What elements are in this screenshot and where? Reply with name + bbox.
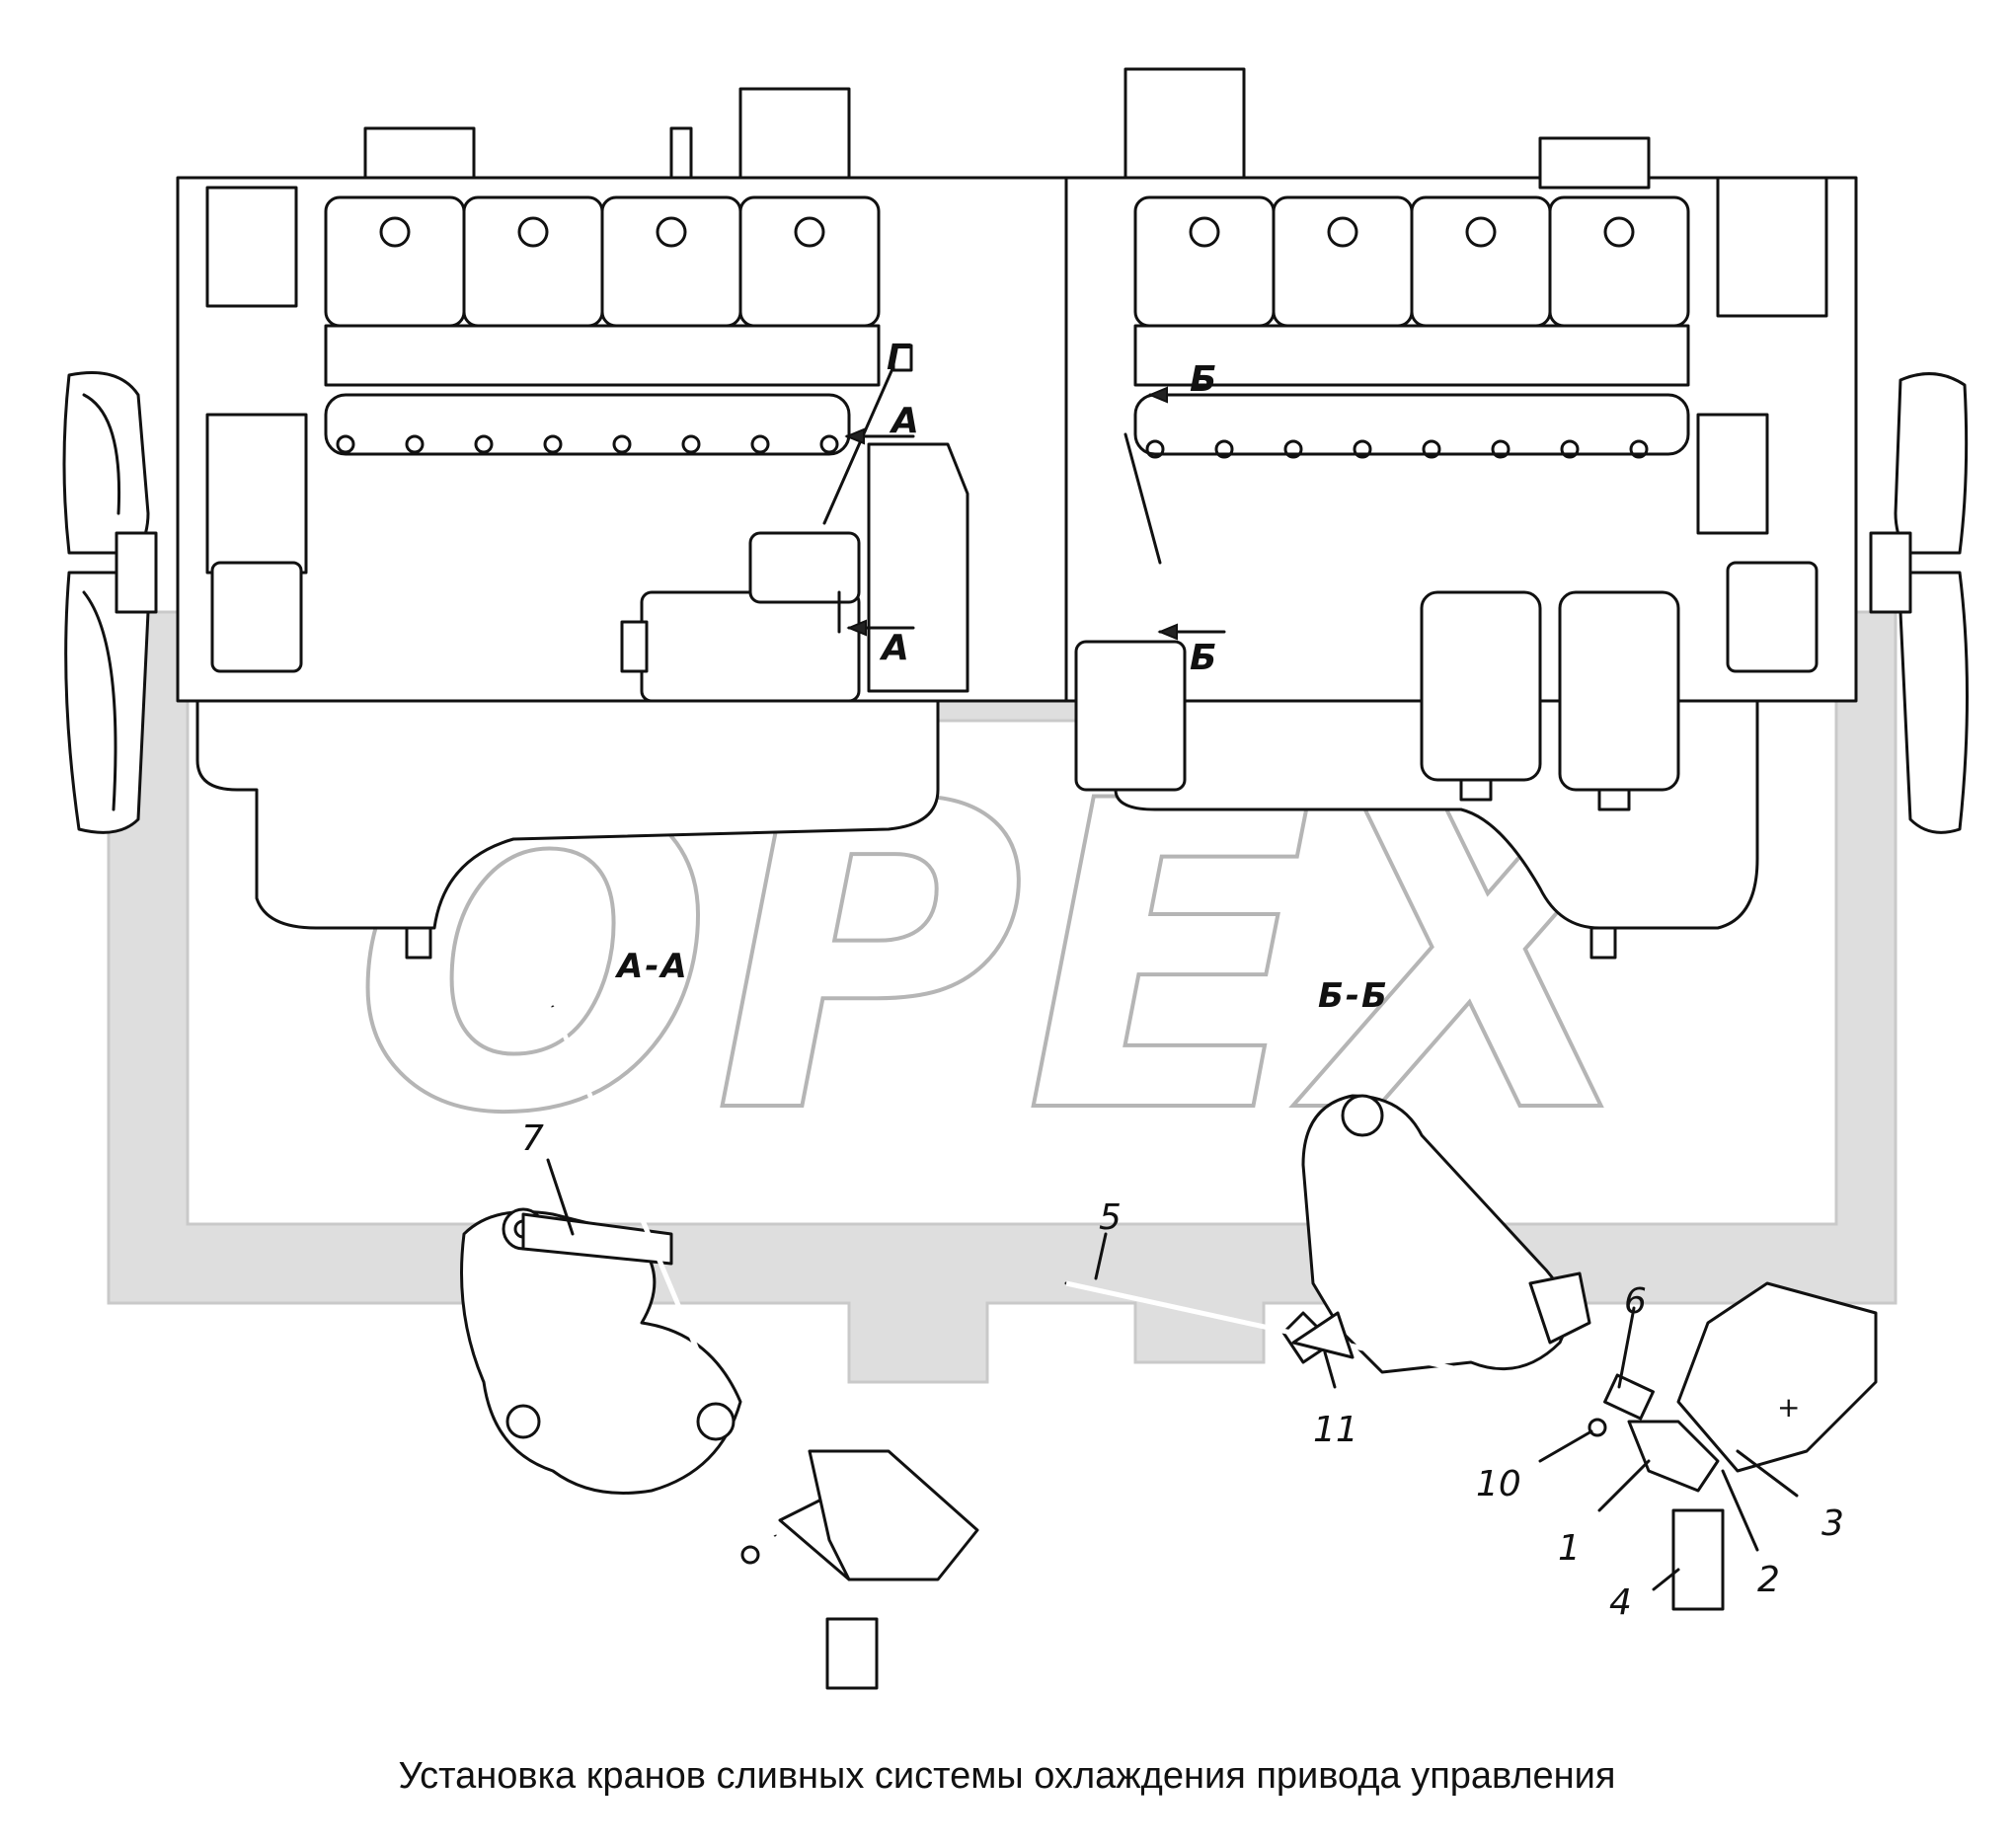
callout-1: 1 [1558, 1528, 1581, 1569]
callout-2: 2 [1757, 1560, 1780, 1600]
view-marker-b-top: Б [1190, 359, 1216, 400]
engine-right-view: Б Б [1064, 67, 1969, 960]
oil-filters [1420, 590, 1680, 811]
view-marker-g: Г [887, 338, 911, 378]
rod-7 [550, 1006, 778, 1536]
head-covers-right [1133, 195, 1690, 328]
callout-7: 7 [521, 1118, 544, 1159]
section-label-b-b: Б-Б [1318, 976, 1389, 1016]
starter-left [620, 531, 861, 703]
view-marker-a-top: А [889, 401, 919, 441]
view-marker-b-bottom: Б [1190, 638, 1216, 678]
callout-10: 10 [1476, 1464, 1521, 1504]
figure-caption: Установка кранов сливных системы охлажде… [398, 1755, 1616, 1797]
callout-11: 11 [1313, 1410, 1358, 1450]
engine-left-view: А А Г [62, 87, 1127, 960]
section-b-b-detail: + 5 6 11 10 1 3 2 4 [1064, 1094, 1878, 1623]
callout-5: 5 [1099, 1197, 1122, 1238]
view-marker-a-bottom: А [879, 628, 909, 668]
fan-left [62, 371, 158, 834]
section-label-a-a: А-А [614, 947, 689, 986]
callout-3: 3 [1821, 1503, 1844, 1544]
callout-6: 6 [1624, 1281, 1647, 1322]
callout-4: 4 [1609, 1582, 1632, 1623]
section-a-a-detail: 7 [460, 1005, 979, 1690]
fan-right [1869, 372, 1969, 834]
svg-text:+: + [1777, 1391, 1800, 1424]
head-covers-left [324, 195, 881, 328]
